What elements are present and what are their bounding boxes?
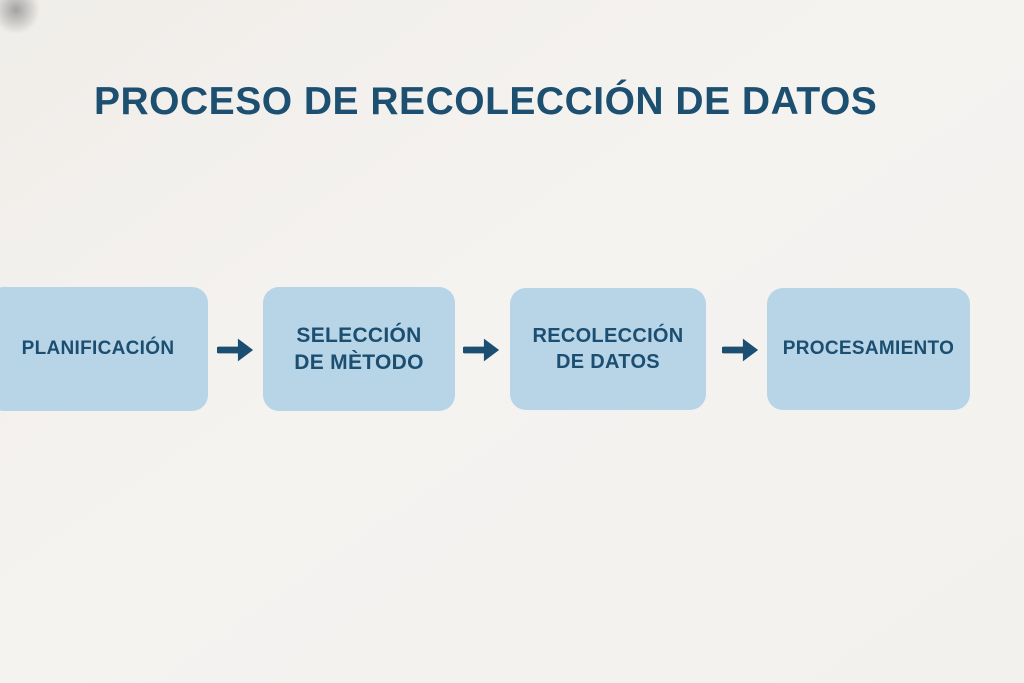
flow-step-seleccion-de-metodo: SELECCIÓN DE MÈTODO [263,287,455,411]
flow-step-label: RECOLECCIÓN DE DATOS [532,325,684,373]
flow-step-label: PROCESAMIENTO [782,337,955,359]
flow-step-label: SELECCIÓN DE MÈTODO [294,323,424,374]
flow-step-recoleccion-de-datos: RECOLECCIÓN DE DATOS [510,288,706,410]
flow-step-procesamiento: PROCESAMIENTO [767,288,970,410]
page-title: PROCESO DE RECOLECCIÓN DE DATOS [94,80,878,123]
flow-step-label: PLANIFICACIÓN [21,337,175,359]
right-arrow-icon [722,338,759,362]
flow-step-planificacion: PLANIFICACIÓN [0,287,208,411]
right-arrow-icon [217,338,254,362]
right-arrow-icon [463,338,500,362]
